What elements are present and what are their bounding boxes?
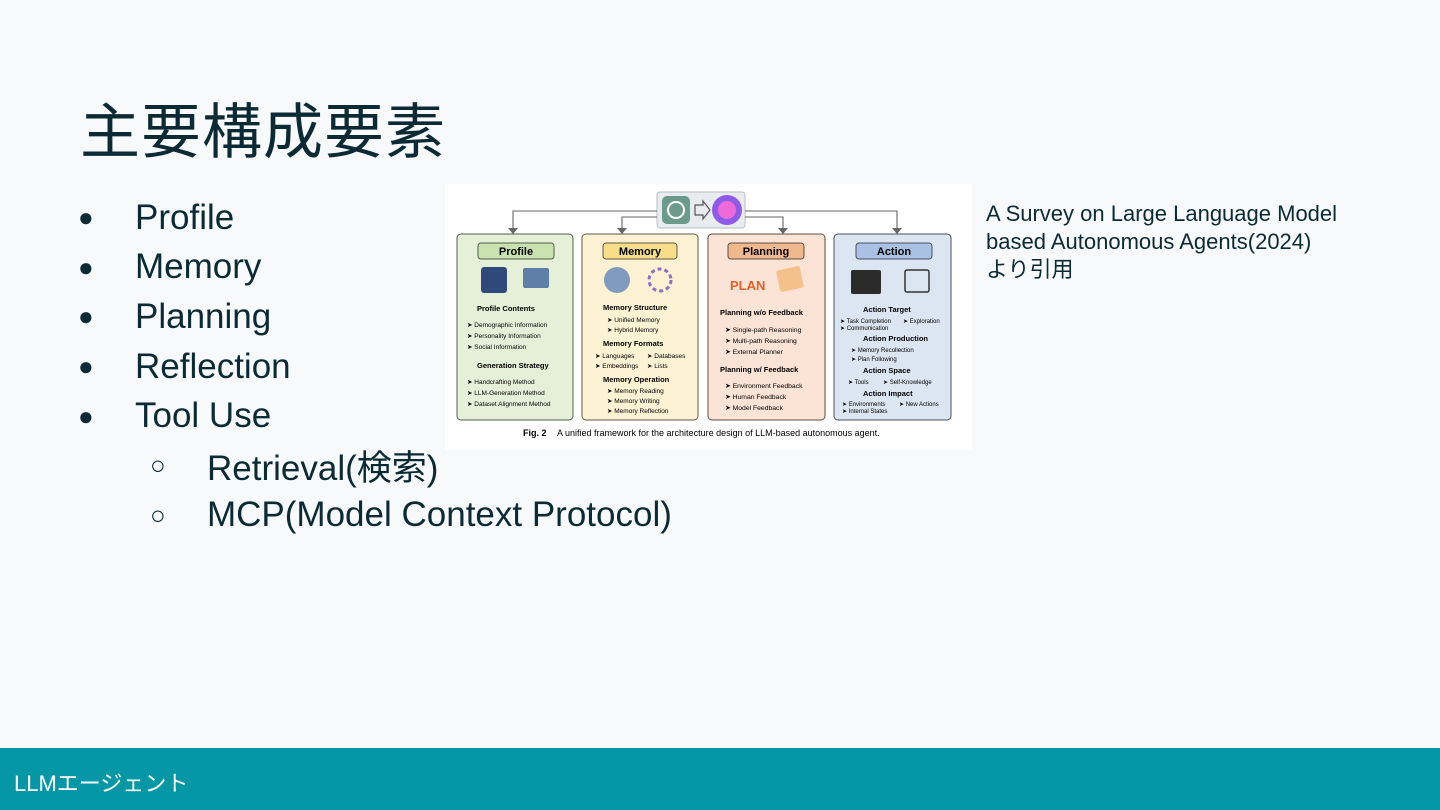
bullet-dot-icon: ● xyxy=(78,251,94,282)
profile-item: ➤ LLM-Generation Method xyxy=(467,390,545,397)
source-caption: A Survey on Large Language Model based A… xyxy=(986,200,1406,284)
bullet-text: Planning xyxy=(135,296,272,336)
action-item: ➤ Environments xyxy=(842,402,885,408)
action-section-heading: Action Production xyxy=(863,334,928,343)
laptop-icon xyxy=(523,268,549,288)
bullet-item: ● Memory xyxy=(78,243,672,293)
memory-item: ➤ Languages xyxy=(595,353,635,360)
bullet-dot-icon: ● xyxy=(78,351,94,382)
planning-item: ➤ Human Feedback xyxy=(725,394,787,401)
bullet-text: Tool Use xyxy=(135,396,272,436)
person-icon xyxy=(481,267,507,293)
memory-section-heading: Memory Operation xyxy=(603,375,670,384)
sub-bullet-text: MCP(Model Context Protocol) xyxy=(207,495,672,535)
slide-title: 主要構成要素 xyxy=(80,98,446,168)
profile-header-label: Profile xyxy=(499,246,533,258)
profile-section-heading: Generation Strategy xyxy=(477,361,550,370)
source-caption-line: based Autonomous Agents(2024) xyxy=(986,229,1312,254)
bullet-dot-icon: ● xyxy=(78,301,94,332)
action-item: ➤ Self-Knowledge xyxy=(883,380,932,386)
bullet-list: ● Profile ● Memory ● Planning ● Reflection ●… xyxy=(78,193,672,540)
action-section-heading: Action Impact xyxy=(863,389,913,398)
bullet-text: Profile xyxy=(135,197,235,237)
bullet-text: Reflection xyxy=(135,346,291,386)
bullet-item: ● Profile xyxy=(78,193,672,243)
planning-section-heading: Planning w/ Feedback xyxy=(720,365,799,374)
planning-item: ➤ Multi-path Reasoning xyxy=(725,338,797,345)
network-icon xyxy=(647,267,673,293)
memory-section-heading: Memory Structure xyxy=(603,303,667,312)
footer-bar: LLMエージェント xyxy=(0,748,1440,810)
memory-item: ➤ Embeddings xyxy=(595,363,639,370)
profile-item: ➤ Demographic Information xyxy=(467,322,548,329)
brain-icon-inner xyxy=(718,201,736,219)
memory-item: ➤ Memory Reflection xyxy=(607,408,669,415)
memory-header-label: Memory xyxy=(619,246,662,258)
framework-diagram: Profile Profile Contents ➤ Demographic I… xyxy=(456,191,952,438)
runner-icon xyxy=(904,269,930,293)
arrow-heads xyxy=(508,228,902,234)
sub-bullet-text: Retrieval(検索) xyxy=(207,449,439,489)
action-item: ➤ Internal States xyxy=(842,409,887,415)
arrow-icon xyxy=(694,199,711,221)
memory-section-heading: Memory Formats xyxy=(603,339,663,348)
planning-header xyxy=(727,242,805,260)
action-item: ➤ Task Completion xyxy=(840,319,891,325)
bullet-dot-icon: ● xyxy=(78,202,94,233)
action-item: ➤ Communication xyxy=(840,326,888,332)
action-item: ➤ Memory Recollection xyxy=(851,348,914,354)
source-caption-line: A Survey on Large Language Model xyxy=(986,201,1338,226)
planning-item: ➤ Model Feedback xyxy=(725,405,783,412)
sub-bullet-item: ○ Retrieval(検索) xyxy=(78,441,672,491)
bullet-item: ● Reflection xyxy=(78,342,672,392)
memory-item: ➤ Lists xyxy=(647,363,668,370)
footer-label: LLMエージェント xyxy=(14,771,189,796)
bullet-item: ● Planning xyxy=(78,292,672,342)
planning-item: ➤ External Planner xyxy=(725,349,784,356)
profile-item: ➤ Handcrafting Method xyxy=(467,379,535,386)
plan-icon: PLAN xyxy=(730,278,765,293)
action-item: ➤ Exploration xyxy=(903,319,940,325)
sub-bullet-circle-icon: ○ xyxy=(150,450,166,481)
chatgpt-logo-icon xyxy=(662,196,690,224)
connector-arrows xyxy=(512,210,898,228)
chatgpt-logo-mark xyxy=(667,201,685,219)
memory-item: ➤ Unified Memory xyxy=(607,317,661,324)
planning-section-heading: Planning w/o Feedback xyxy=(720,308,804,317)
figure-caption-label: Fig. 2 xyxy=(523,428,547,438)
memory-header xyxy=(602,242,678,260)
bullet-dot-icon: ● xyxy=(78,400,94,431)
profile-header xyxy=(477,242,555,260)
action-item: ➤ New Actions xyxy=(899,402,939,408)
memory-item: ➤ Memory Reading xyxy=(607,388,664,395)
head-icon xyxy=(604,267,630,293)
bullet-text: Memory xyxy=(135,247,262,287)
sub-bullet-item: ○ MCP(Model Context Protocol) xyxy=(78,491,672,541)
action-header-label: Action xyxy=(877,246,912,258)
planning-item: ➤ Single-path Reasoning xyxy=(725,327,802,334)
memory-item: ➤ Databases xyxy=(647,353,686,360)
action-item: ➤ Plan Following xyxy=(851,357,897,363)
bullet-item: ● Tool Use xyxy=(78,391,672,441)
note-icon xyxy=(776,266,804,292)
clapperboard-icon xyxy=(851,270,881,294)
framework-figure: Profile Profile Contents ➤ Demographic I… xyxy=(445,184,972,450)
planning-item: ➤ Environment Feedback xyxy=(725,383,803,390)
profile-item: ➤ Personality Information xyxy=(467,333,541,340)
source-caption-line: より引用 xyxy=(986,257,1074,282)
figure-caption-text: A unified framework for the architecture… xyxy=(557,428,880,438)
profile-section-heading: Profile Contents xyxy=(477,304,535,313)
action-section-heading: Action Space xyxy=(863,366,911,375)
action-section-heading: Action Target xyxy=(863,305,911,314)
memory-item: ➤ Memory Writing xyxy=(607,398,660,405)
action-header xyxy=(855,242,933,260)
sub-bullet-circle-icon: ○ xyxy=(150,499,166,530)
profile-item: ➤ Dataset Alignment Method xyxy=(467,401,551,408)
memory-item: ➤ Hybrid Memory xyxy=(607,327,659,334)
planning-header-label: Planning xyxy=(743,246,789,258)
profile-item: ➤ Social Information xyxy=(467,344,527,351)
action-item: ➤ Tools xyxy=(848,380,869,386)
